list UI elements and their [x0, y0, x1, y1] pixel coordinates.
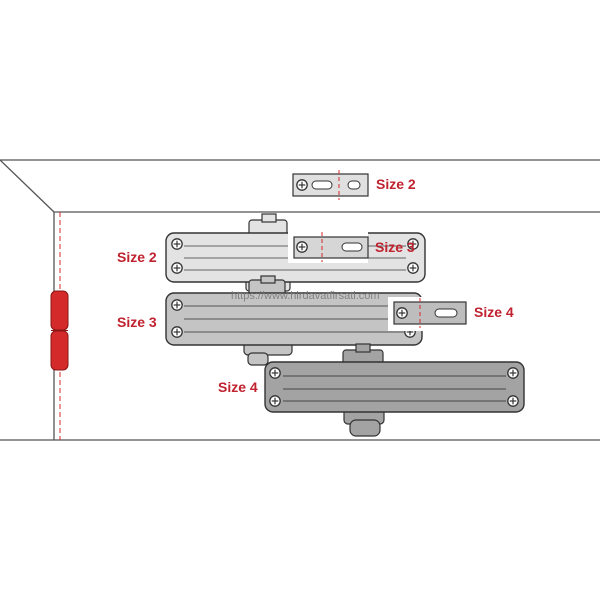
label-closer-size2: Size 2 — [117, 249, 157, 265]
label-closer-size4: Size 4 — [218, 379, 258, 395]
bracket-size2-top — [292, 170, 369, 200]
door-closer-size4 — [264, 343, 525, 437]
door-closer-size2 — [165, 213, 426, 292]
watermark-text: https://www.hirdavatfirsati.com — [231, 290, 380, 302]
label-bracket-top: Size 2 — [376, 176, 416, 192]
label-closer-size3: Size 3 — [117, 314, 157, 330]
door-closer-size3 — [165, 275, 470, 366]
door-hinge-icon — [50, 290, 69, 371]
label-bracket-size4: Size 4 — [474, 304, 514, 320]
door-frame — [0, 159, 600, 441]
label-bracket-size3: Size 3 — [375, 239, 415, 255]
